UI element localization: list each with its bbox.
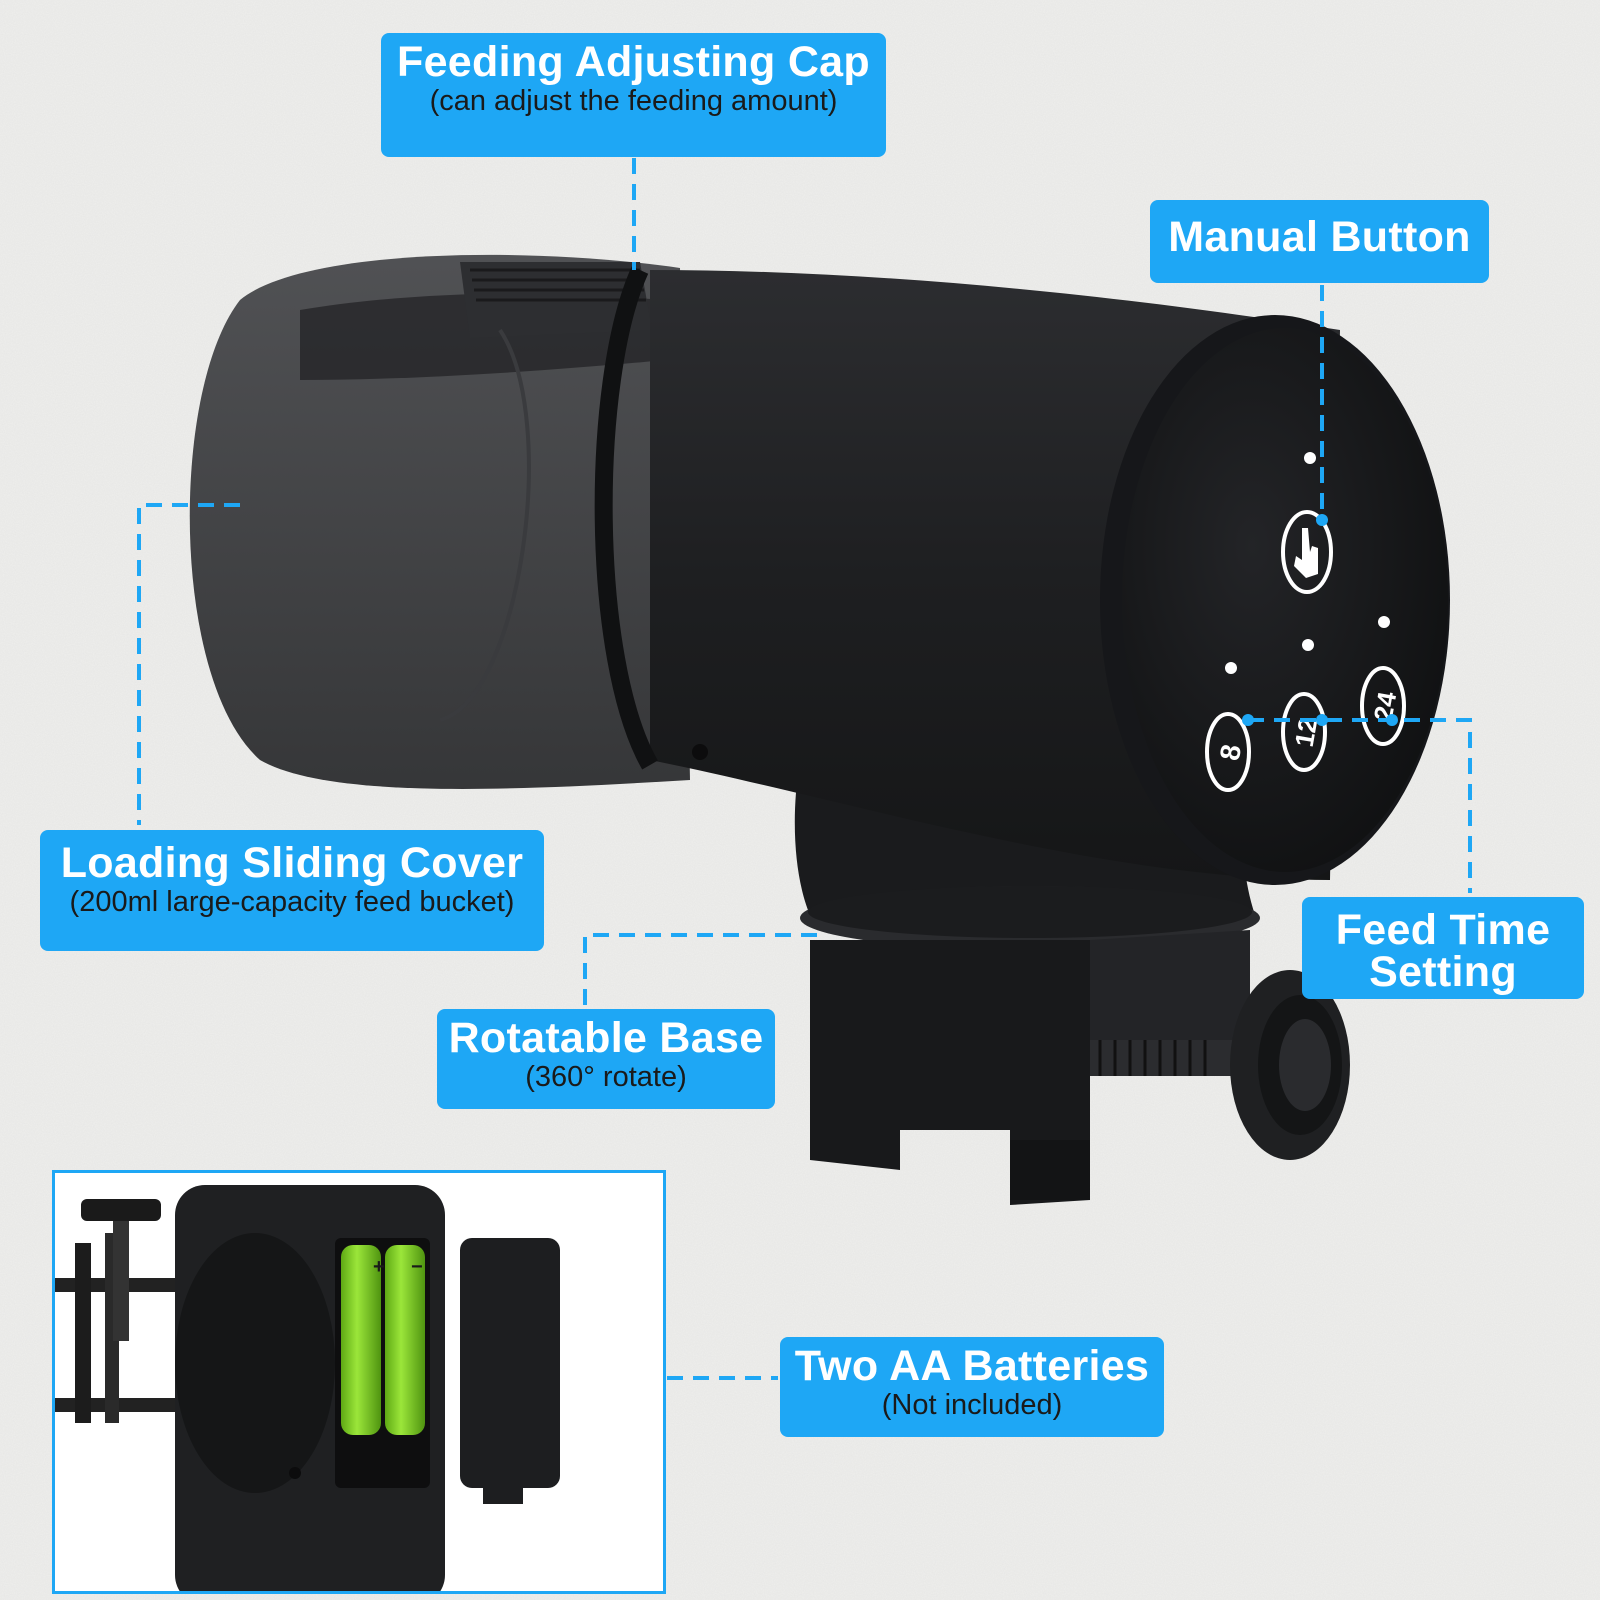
feeding-cap-title: Feeding Adjusting Cap (397, 38, 870, 86)
battery-compartment-inset: + − (52, 1170, 666, 1594)
batteries-callout: Two AA Batteries (Not included) (780, 1337, 1164, 1437)
battery-cover (460, 1238, 560, 1488)
battery-compartment-illustration: + − (55, 1185, 560, 1591)
rotatable-base-subtitle: (360° rotate) (525, 1061, 687, 1093)
loading-cover-title: Loading Sliding Cover (60, 839, 524, 887)
feed-time-title: Feed Time Setting (1335, 906, 1551, 996)
batteries-subtitle: (Not included) (881, 1389, 1063, 1421)
battery-plus-mark: + (373, 1256, 385, 1278)
button-12-label: 12 (1289, 716, 1324, 750)
button-24-label: 24 (1368, 689, 1403, 723)
rotatable-base-title: Rotatable Base (448, 1014, 764, 1062)
aa-battery-right (385, 1245, 425, 1435)
manual-button-callout: Manual Button (1150, 200, 1489, 283)
rotatable-base-callout: Rotatable Base (360° rotate) (437, 1009, 775, 1109)
feeding-cap-subtitle: (can adjust the feeding amount) (429, 85, 838, 117)
manual-button-title: Manual Button (1168, 213, 1471, 261)
manual-button-ring (1281, 510, 1333, 594)
loading-cover-subtitle: (200ml large-capacity feed bucket) (69, 886, 515, 918)
control-face (1122, 328, 1448, 872)
batteries-title: Two AA Batteries (794, 1342, 1150, 1390)
feed-time-callout: Feed Time Setting (1302, 897, 1584, 999)
clamp-screw (1090, 1040, 1240, 1076)
clamp-bracket (810, 940, 1090, 1205)
feeding-cap-callout: Feeding Adjusting Cap (can adjust the fe… (381, 33, 886, 157)
hand-pointer-icon (1294, 528, 1318, 578)
button-8-label: 8 (1214, 742, 1247, 763)
feed-hopper (189, 254, 690, 789)
battery-minus-mark: − (411, 1256, 423, 1278)
loading-cover-callout: Loading Sliding Cover (200ml large-capac… (40, 830, 544, 951)
aa-battery-left (341, 1245, 381, 1435)
